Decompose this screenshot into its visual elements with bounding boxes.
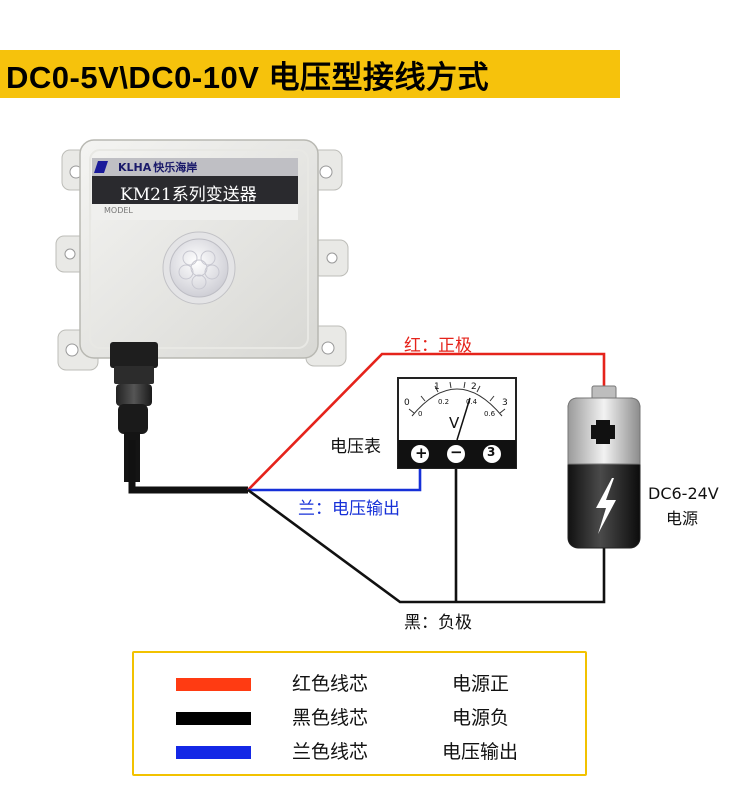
device-model: KM21系列变送器 <box>120 185 257 205</box>
meter-needle <box>456 397 471 441</box>
meter-scale-top-1: 1 <box>434 382 440 392</box>
legend-wire-function: 电压输出 <box>442 741 519 763</box>
meter-scale-bottom-0: 0 <box>418 410 423 418</box>
meter-scale-bottom-1: 0.2 <box>438 398 450 406</box>
meter-terminal-plus <box>411 445 429 463</box>
voltmeter-label: 电压表 <box>330 437 381 457</box>
voltmeter <box>397 377 517 469</box>
blue-wire-label: 兰：电压输出 <box>298 499 400 519</box>
page-title: DC0-5V\DC0-10V 电压型接线方式 <box>6 59 489 95</box>
brand-logo-icon <box>94 161 108 173</box>
lightning-icon <box>596 478 616 534</box>
legend-wire-name: 兰色线芯 <box>292 741 369 763</box>
legend-row-blue: 兰色线芯 电压输出 <box>134 735 585 765</box>
legend-wire-function: 电源负 <box>452 707 510 729</box>
title-banner: DC0-5V\DC0-10V 电压型接线方式 <box>0 50 620 98</box>
cable-gland <box>110 342 158 482</box>
battery-power-label: 电源 <box>666 509 699 528</box>
legend-row-black: 黑色线芯 电源负 <box>134 701 585 731</box>
meter-unit: V <box>449 414 460 432</box>
meter-scale-top-3: 3 <box>502 398 508 408</box>
blue-wire <box>248 466 422 492</box>
battery-voltage-label: DC6-24V <box>648 484 719 503</box>
legend-wire-name: 黑色线芯 <box>292 707 369 729</box>
meter-terminal-3 <box>483 445 501 463</box>
legend-wire-function: 电源正 <box>452 673 510 695</box>
legend-row-red: 红色线芯 电源正 <box>134 667 585 697</box>
meter-scale-bottom-3: 0.6 <box>484 410 496 418</box>
wires <box>128 352 606 604</box>
black-wire-label: 黑：负极 <box>404 613 472 633</box>
meter-terminal-minus <box>447 445 465 463</box>
legend-swatch-red <box>176 678 251 691</box>
legend-swatch-black <box>176 712 251 725</box>
meter-terminal-plus-label: + <box>415 444 428 462</box>
meter-terminal-3-label: 3 <box>487 445 496 459</box>
meter-scale-top-2: 2 <box>471 382 477 392</box>
pir-lens-icon <box>169 238 229 298</box>
wire-legend: 红色线芯 电源正 黑色线芯 电源负 兰色线芯 电压输出 <box>132 651 587 776</box>
meter-scale-bottom-2: 0.4 <box>466 398 478 406</box>
device-model-caption: MODEL <box>104 206 133 215</box>
black-wire <box>247 488 606 604</box>
red-wire <box>247 352 606 491</box>
legend-wire-name: 红色线芯 <box>292 673 369 695</box>
transmitter-device <box>55 139 349 371</box>
red-wire-label: 红：正极 <box>404 336 472 356</box>
legend-swatch-blue <box>176 746 251 759</box>
meter-terminal-minus-label: − <box>450 443 463 461</box>
meter-scale-top-0: 0 <box>404 398 410 408</box>
battery <box>567 385 641 549</box>
